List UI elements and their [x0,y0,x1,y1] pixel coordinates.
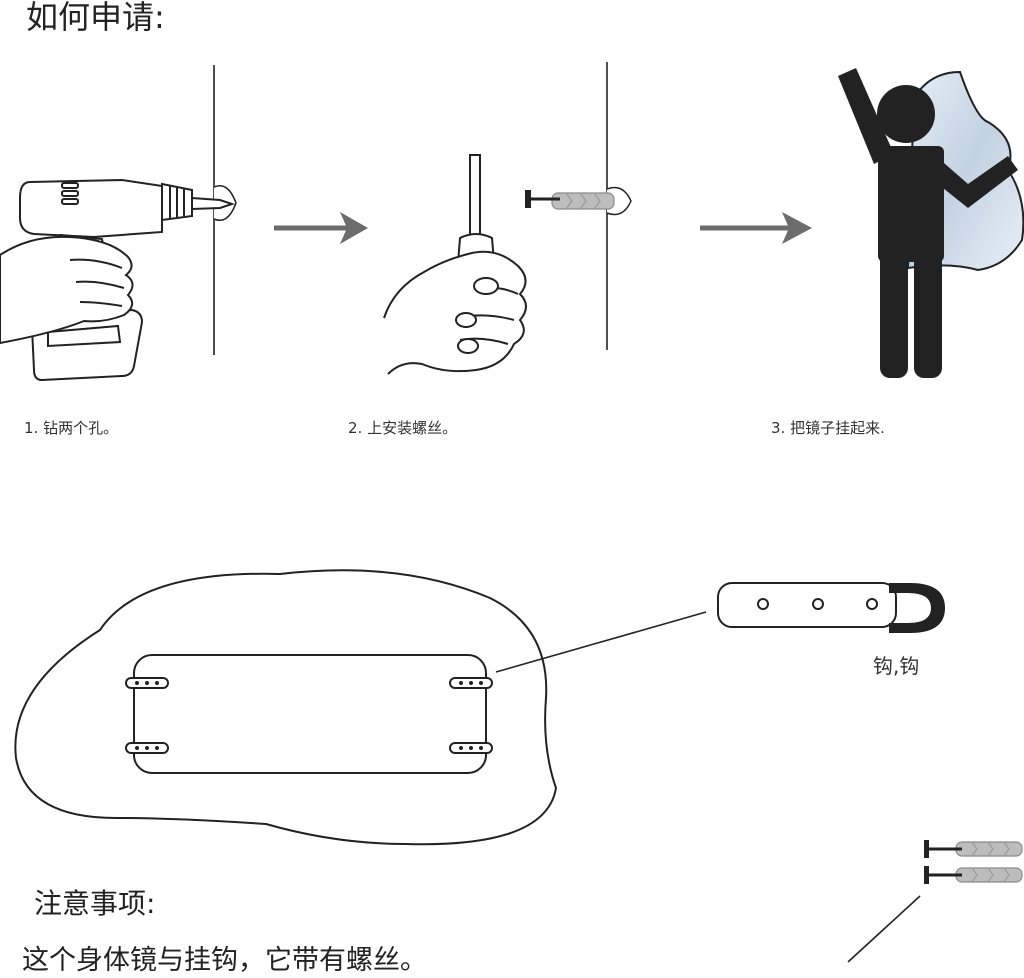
notes-body: 这个身体镜与挂钩，它带有螺丝。 [22,945,427,976]
screw-anchor-icon [525,190,615,210]
hook-strip-icon [125,677,493,754]
page-title: 如何申请: [26,0,165,36]
person-icon [838,68,1018,378]
wall-hole [606,186,632,216]
step3-caption: 3. 把镜子挂起来. [771,419,885,437]
step2-screw-illustration [383,62,632,375]
screwdriver-icon [383,154,527,375]
hook-detail-icon [717,582,946,633]
screws-icon [847,840,1023,963]
hook-callout-line [495,611,707,673]
notes-title: 注意事项: [34,887,156,920]
drill-icon [0,178,236,382]
screws-callout-line [847,895,921,963]
step1-caption: 1. 钻两个孔。 [24,419,119,437]
arrow-icon [274,212,368,244]
arrow-icon [700,212,812,244]
mirror-back-diagram [14,569,707,846]
step2-caption: 2. 上安装螺丝。 [348,419,458,437]
mounting-frame [133,654,487,774]
step3-hang-illustration [838,68,1024,378]
step1-drill-illustration [0,65,237,382]
hook-label: 钩,钩 [873,654,920,678]
mirror-outline [14,569,558,846]
